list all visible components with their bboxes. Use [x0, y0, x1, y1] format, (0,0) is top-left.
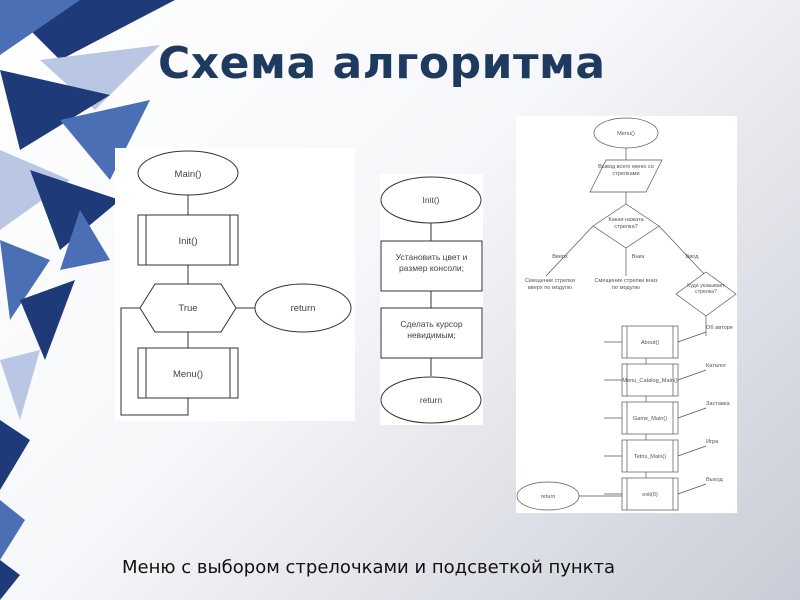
init-start-label: Init(): [423, 195, 440, 205]
menu-option-block: [621, 363, 679, 397]
init-flowchart: Init() Установить цвет и размер консоли;…: [380, 174, 483, 425]
menu-option-label: Выход: [706, 477, 723, 483]
slide-caption: Меню с выбором стрелочками и подсветкой …: [122, 557, 616, 578]
init-end-oval: [380, 376, 482, 424]
init-step2-label: Сделать курсор невидимым;: [400, 319, 463, 340]
menu-show-label: Вывод всего меню со стрелками: [598, 164, 654, 177]
init-end-label: return: [420, 395, 442, 405]
menu-option-call: exit(0): [642, 492, 658, 498]
menu-option-block: [621, 439, 679, 473]
main-loop-line: [120, 307, 189, 416]
menu-end-label: return: [541, 494, 556, 500]
menu-shift-up-label: Смещение стрелки вверх по модулю: [525, 278, 575, 291]
menu-start-label: Menu(): [617, 131, 635, 137]
menu-option-block: [621, 325, 679, 359]
main-exit-label: return: [291, 303, 316, 314]
main-menu-label: Menu(): [173, 369, 203, 380]
menu-option-call: Menu_Catalog_Main(): [622, 378, 677, 384]
menu-option-label: Каталог: [706, 363, 726, 369]
decorative-triangles: [0, 0, 175, 600]
main-exit-oval: [254, 283, 352, 333]
main-init-label: Init(): [179, 236, 198, 247]
menu-where-label: Куда указывает стрелка?: [687, 283, 725, 296]
slide-title: Схема алгоритма: [158, 38, 606, 89]
menu-option-label: Заставка: [706, 401, 730, 407]
menu-option-block: [621, 477, 679, 511]
init-step2-block: [380, 307, 483, 359]
menu-flowchart: Menu() Вывод всего меню со стрелками Как…: [516, 116, 737, 513]
menu-question-label: Какая нажата стрелка?: [608, 217, 644, 230]
menu-shift-down-label: Смещение стрелки вниз по модулю: [594, 278, 658, 291]
menu-option-call: About(): [641, 340, 659, 346]
menu-option-label: Об авторе: [706, 325, 733, 331]
main-init-block: [137, 214, 239, 266]
menu-branch-up: Вверх: [552, 254, 568, 260]
menu-branch-down: Вниз: [632, 254, 645, 260]
main-start-label: Main(): [175, 169, 202, 180]
menu-option-label: Игра: [706, 439, 719, 445]
menu-branch-enter: Ввод: [686, 254, 700, 260]
init-step1-label: Установить цвет и размер консоли;: [395, 252, 468, 273]
main-flowchart: Main() Init() True return Menu(): [115, 148, 355, 421]
main-condition-label: True: [178, 303, 197, 314]
menu-option-call: Game_Main(): [633, 416, 667, 422]
menu-option-call: Tetris_Main(): [634, 454, 666, 460]
init-step1-block: [380, 240, 483, 292]
menu-show-parallelogram: [589, 159, 663, 193]
